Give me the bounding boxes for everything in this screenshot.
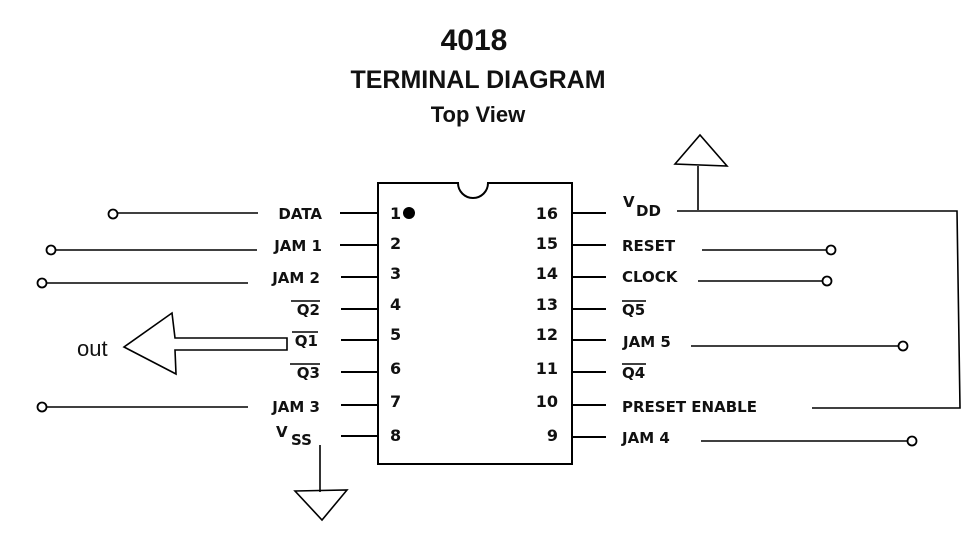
terminal-circle-icon [107, 208, 119, 220]
ic-package [377, 182, 573, 465]
vdd-supply-arrow-icon [673, 133, 729, 210]
pin-number: 13 [536, 295, 558, 314]
diagram-subheading: Top View [431, 102, 526, 127]
pin-number: 16 [536, 204, 558, 223]
pin-number: 5 [390, 325, 401, 344]
left-external-wires [36, 208, 258, 413]
pin-label-q4-bar: Q4 [622, 364, 645, 382]
terminal-circle-icon [36, 277, 48, 289]
terminal-circle-icon [825, 244, 837, 256]
pin-number: 15 [536, 234, 558, 253]
terminal-circle-icon [36, 401, 48, 413]
pin-number: 8 [390, 426, 401, 445]
pin-number: 11 [536, 359, 558, 378]
pin-number: 7 [390, 392, 401, 411]
pin-number: 2 [390, 234, 401, 253]
vss-subscript: SS [291, 431, 312, 449]
left-pin-numbers: 1 2 3 4 5 6 7 8 [390, 204, 401, 445]
right-pin-labels: V DD RESET CLOCK Q5 JAM 5 Q4 PRESET ENAB… [621, 193, 757, 447]
diagram-heading: TERMINAL DIAGRAM [350, 66, 605, 94]
vdd-subscript: DD [636, 202, 661, 220]
pin-number: 3 [390, 264, 401, 283]
pin-label-reset: RESET [622, 237, 676, 255]
pin-label-q5-bar: Q5 [622, 301, 645, 319]
pin-label-vdd: V DD [623, 193, 661, 220]
pin-number: 4 [390, 295, 401, 314]
left-pin-leads [340, 212, 378, 437]
right-external-wires [677, 210, 961, 447]
right-pin-numbers: 16 15 14 13 12 11 10 9 [536, 204, 558, 445]
terminal-circle-icon [821, 275, 833, 287]
output-arrow-icon [122, 311, 288, 376]
pin1-dot-icon [403, 207, 415, 219]
pin-number: 10 [536, 392, 558, 411]
pin-label-clock: CLOCK [622, 268, 679, 286]
terminal-circle-icon [45, 244, 57, 256]
pin-number: 9 [547, 426, 558, 445]
pin-label-q2-bar: Q2 [297, 301, 320, 319]
pin-label-preset-enable: PRESET ENABLE [622, 398, 757, 416]
pin-label-jam3: JAM 3 [271, 398, 320, 416]
pin-label-jam2: JAM 2 [271, 269, 320, 287]
pin-number: 12 [536, 325, 558, 344]
pin-label-q3-bar: Q3 [297, 364, 320, 382]
vdd-v: V [623, 193, 635, 211]
pin-number: 14 [536, 264, 558, 283]
terminal-circle-icon [906, 435, 918, 447]
output-label: out [77, 336, 108, 361]
pin-label-vss: V SS [276, 423, 312, 449]
left-pin-labels: DATA JAM 1 JAM 2 Q2 Q1 Q3 JAM 3 V SS [271, 205, 322, 449]
pin-label-q1-bar: Q1 [295, 332, 318, 350]
ground-symbol-icon [293, 445, 349, 522]
pin-label-jam5: JAM 5 [622, 333, 671, 351]
terminal-circle-icon [897, 340, 909, 352]
pin-number: 6 [390, 359, 401, 378]
pin-number: 1 [390, 204, 401, 223]
pin-label-jam1: JAM 1 [273, 237, 322, 255]
right-pin-leads [572, 212, 606, 438]
vss-v: V [276, 423, 288, 441]
pin-label-jam4: JAM 4 [621, 429, 670, 447]
pin-label-data: DATA [278, 205, 322, 223]
part-number: 4018 [441, 24, 508, 57]
